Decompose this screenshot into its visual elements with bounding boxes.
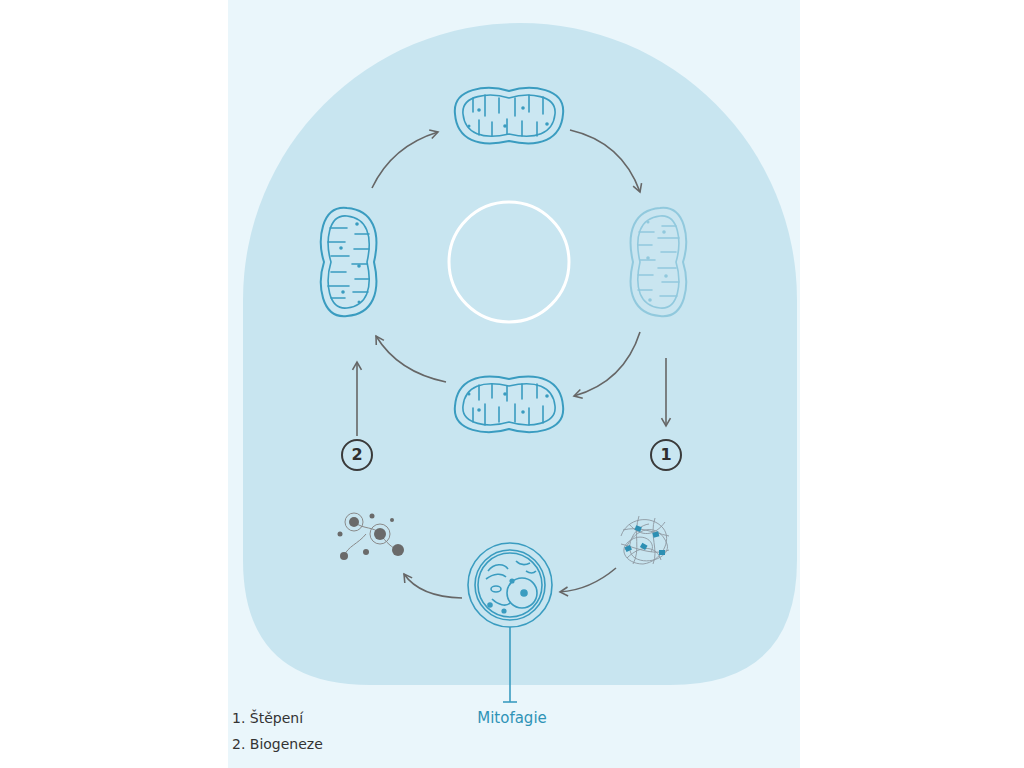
page-panel	[228, 0, 800, 768]
protein-aggregate	[621, 516, 669, 564]
degradation-products	[338, 513, 405, 560]
autophagosome	[468, 543, 552, 627]
mitochondrion	[321, 208, 376, 316]
damaged-mitochondrion	[631, 208, 686, 316]
cell-outline	[243, 23, 797, 685]
key-item: 2. Biogeneze	[232, 736, 323, 753]
mitochondrion	[455, 377, 563, 432]
process-label: Mitofagie	[477, 709, 547, 727]
center-ring	[449, 202, 569, 322]
callout-number: 2	[351, 447, 362, 463]
mitochondrion	[455, 88, 563, 143]
key-item: 1. Štěpení	[232, 710, 303, 727]
callout-circle: 2	[341, 439, 373, 471]
callout-number: 1	[660, 447, 671, 463]
inhibition-line	[503, 627, 517, 702]
callout-circle: 1	[650, 439, 682, 471]
cycle-arrows	[357, 130, 666, 598]
